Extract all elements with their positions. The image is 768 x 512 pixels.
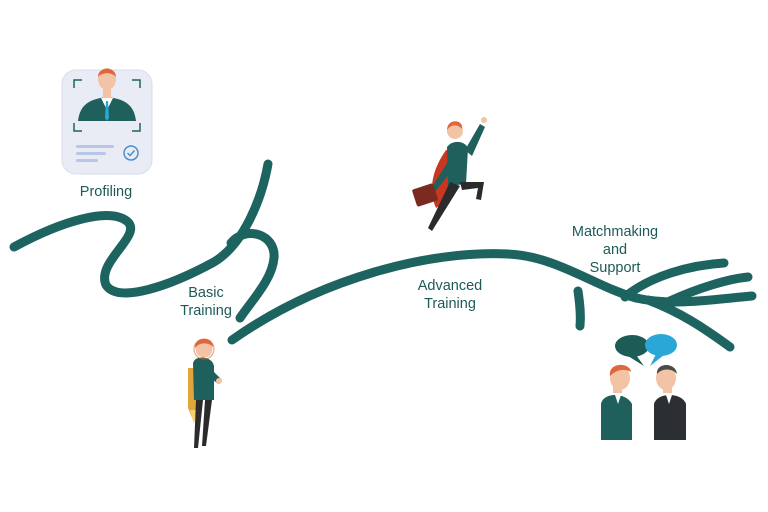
stage-label-basic-training: Basic Training	[180, 285, 232, 319]
stage-label-profiling: Profiling	[79, 184, 133, 200]
path-branch-3	[643, 295, 735, 352]
profile-card-icon	[61, 68, 153, 175]
speech-bubble-icon	[615, 334, 677, 366]
conversation-icon	[601, 364, 686, 440]
flying-businessman-icon	[412, 117, 487, 231]
stage-label-advanced-training: Advanced Training	[417, 278, 483, 312]
path-branch-1	[573, 286, 585, 331]
check-circle-icon	[123, 145, 139, 161]
stage-label-matchmaking-support: Matchmaking and Support	[571, 224, 659, 276]
path-branch-2	[620, 258, 729, 302]
path-branch-4	[665, 272, 753, 306]
jetpack-person-icon	[188, 338, 222, 448]
journey-path	[9, 159, 757, 352]
path-segment-loop	[226, 229, 279, 323]
